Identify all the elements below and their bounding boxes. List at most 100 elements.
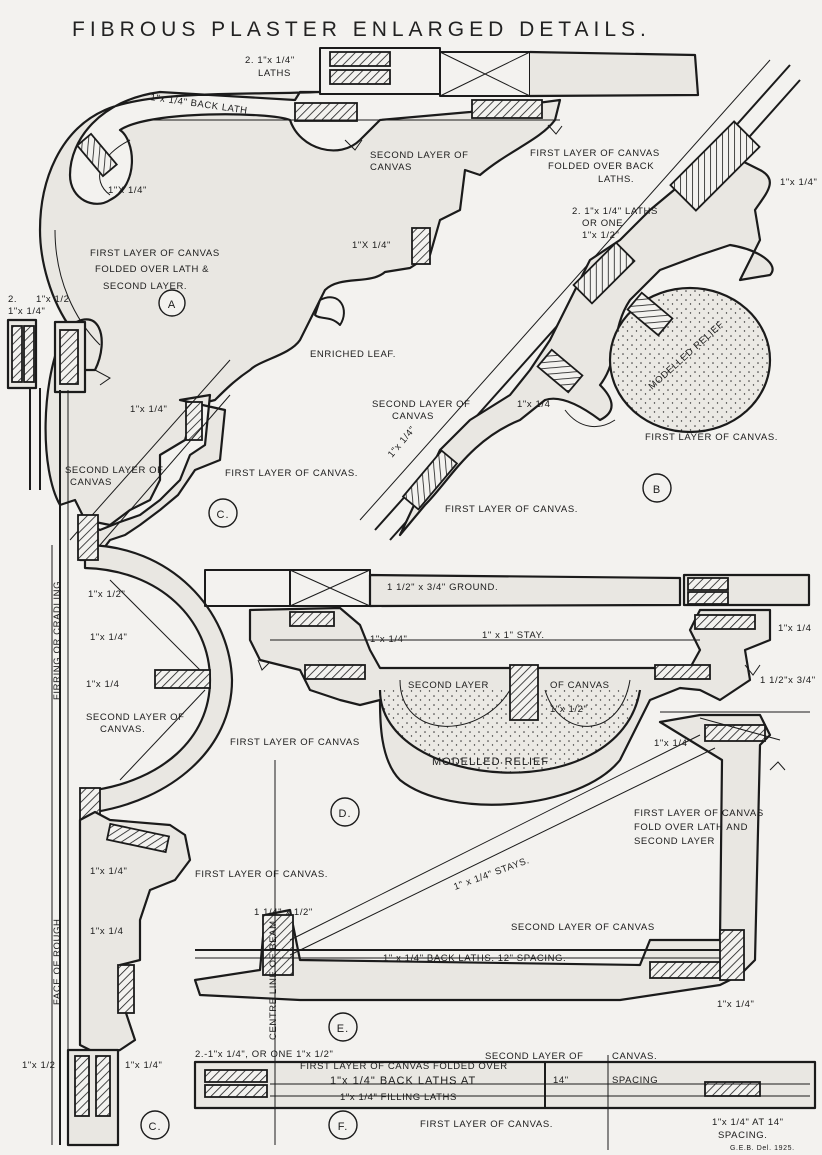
label: 1" x 1" STAY. — [482, 630, 545, 641]
label: SECOND LAYER OF — [86, 712, 185, 723]
label: CANVAS — [70, 477, 112, 488]
label: 1"x 1/2 — [22, 1060, 55, 1071]
label: 1"x 1/4" — [654, 738, 691, 749]
detail-f-flat — [193, 1055, 817, 1150]
label: CANVAS. — [612, 1051, 657, 1062]
detail-a-cornice — [38, 90, 563, 527]
label: FIRST LAYER OF CANVAS. — [225, 468, 358, 479]
label: 1 1/2" x 3/4" GROUND. — [387, 582, 498, 593]
label: FOLD OVER LATH AND — [634, 822, 748, 833]
label: 1"x 1/4" — [90, 866, 127, 877]
label: LATHS. — [598, 174, 634, 185]
label: MODELLED RELIEF — [432, 756, 549, 768]
label: FIRST LAYER OF CANVAS. — [195, 869, 328, 880]
label: CANVAS. — [100, 724, 145, 735]
label: FOLDED OVER LATH & — [95, 264, 209, 275]
label: 1"x 1/4 — [778, 623, 811, 634]
top-ground-beam — [319, 47, 700, 98]
marker-c-lower: C. — [140, 1110, 170, 1140]
svg-text:F.: F. — [338, 1121, 349, 1133]
label: SECOND LAYER — [408, 680, 489, 691]
label: SECOND LAYER OF — [372, 399, 471, 410]
label: 14" — [553, 1075, 569, 1086]
label: 1"X 1/4" — [108, 185, 147, 196]
label: SECOND LAYER OF — [370, 150, 469, 161]
svg-text:C.: C. — [217, 509, 230, 521]
left-wall-laths — [6, 318, 111, 1145]
label: 1"x 1/4" — [370, 634, 407, 645]
svg-text:B: B — [653, 484, 661, 496]
detail-b-diagonal — [359, 59, 801, 541]
label: LATHS — [258, 68, 291, 79]
svg-text:D.: D. — [339, 808, 352, 820]
label: FIRST LAYER OF CANVAS. — [445, 504, 578, 515]
label: 1"x 1/4 — [517, 399, 550, 410]
label: CANVAS — [370, 162, 412, 173]
label: 1"x 1/4" — [125, 1060, 162, 1071]
marker-e: E. — [328, 1012, 358, 1042]
label: 1"x 1/4" BACK LATHS AT — [330, 1075, 476, 1087]
label: FIRST LAYER OF CANVAS — [230, 737, 360, 748]
signature: G.E.B. Del. 1925. — [730, 1145, 795, 1152]
label: SECOND LAYER — [634, 836, 715, 847]
label: SPACING. — [718, 1130, 768, 1141]
label: SPACING — [612, 1075, 658, 1086]
marker-f: F. — [328, 1110, 358, 1140]
marker-c-upper: C. — [208, 498, 238, 528]
label: 1"x 1/4" — [130, 404, 167, 415]
label: FIRST LAYER OF CANVAS — [634, 808, 764, 819]
label: FIRST LAYER OF CANVAS. — [645, 432, 778, 443]
cove-moulding — [77, 514, 234, 834]
label: 1"x 1/4 — [90, 926, 123, 937]
svg-text:E.: E. — [337, 1023, 349, 1035]
label: 1"x 1/4" — [780, 177, 817, 188]
label: CENTRE LINE OF BEAM — [268, 920, 279, 1040]
detail-c-lower — [66, 810, 192, 1147]
label: 1 1/4" x 1/2" — [254, 907, 313, 918]
svg-text:C.: C. — [149, 1121, 162, 1133]
drawing-title: FIBROUS PLASTER ENLARGED DETAILS. — [72, 18, 651, 41]
label: 1 1/2"x 3/4" — [760, 675, 816, 686]
label: FACE OF ROUGH — [52, 919, 63, 1005]
label: SECOND LAYER OF CANVAS — [511, 922, 655, 933]
label: 1"x 1/4" — [717, 999, 754, 1010]
label: 1"x 1/2" — [550, 704, 587, 715]
label: 1"x 1/4 — [86, 679, 119, 690]
label: SECOND LAYER. — [103, 281, 187, 292]
detail-d-beam — [204, 569, 811, 806]
label: 1"x 1/4" AT 14" — [712, 1117, 784, 1128]
label: FOLDED OVER BACK — [548, 161, 654, 172]
label: 1"x 1/2 — [36, 294, 69, 305]
svg-text:A: A — [168, 299, 176, 311]
label: 2. — [8, 294, 17, 305]
label: 1"X 1/4" — [352, 240, 391, 251]
marker-b: B — [642, 473, 672, 503]
label: 1"x 1/2" — [88, 589, 125, 600]
label: SECOND LAYER OF — [485, 1051, 584, 1062]
label: 1"x 1/2" — [582, 230, 619, 241]
detail-e-beam — [193, 711, 810, 1002]
label: FIRST LAYER OF CANVAS FOLDED OVER — [300, 1061, 508, 1072]
label: 2. 1"x 1/4" — [245, 55, 295, 66]
marker-d: D. — [330, 797, 360, 827]
label: FIRST LAYER OF CANVAS — [530, 148, 660, 159]
label: 1"x 1/4" — [386, 424, 418, 460]
label: FIRRING OR CRADLING — [52, 581, 63, 700]
marker-a: A — [158, 289, 186, 317]
label: ENRICHED LEAF. — [310, 349, 396, 360]
label: SECOND LAYER OF — [65, 465, 164, 476]
label: FIRST LAYER OF CANVAS — [90, 248, 220, 259]
label: 1" x 1/4" BACK LATHS. 12" SPACING. — [383, 953, 566, 964]
label: 1"x 1/4" FILLING LATHS — [340, 1092, 457, 1103]
label: 1" x 1/4" STAYS. — [452, 855, 531, 893]
label: FIRST LAYER OF CANVAS. — [420, 1119, 553, 1130]
label: CANVAS — [392, 411, 434, 422]
label: 1"x 1/4" — [90, 632, 127, 643]
label: OF CANVAS — [550, 680, 610, 691]
label: OR ONE — [582, 218, 623, 229]
label: 2.-1"x 1/4", OR ONE 1"x 1/2" — [195, 1049, 334, 1060]
label: 1"x 1/4" — [8, 306, 45, 317]
label: 2. 1"x 1/4" LATHS — [572, 206, 658, 217]
